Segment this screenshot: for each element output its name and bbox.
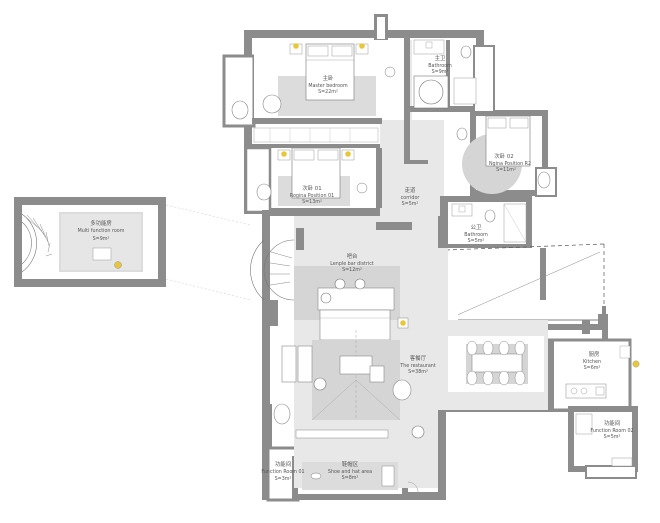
dining-area [448, 336, 544, 392]
multi-room-area: S=9m² [93, 236, 110, 242]
bar-en: Lenple bar district [330, 261, 374, 267]
dining-en: The restaurant [399, 363, 436, 369]
corridor-cn: 走道 [405, 186, 416, 194]
public-bath-cn: 公卫 [471, 224, 482, 231]
bedroom-01-en: Rogina Position 01 [290, 193, 334, 199]
bedroom-02-en: Ngina Position R2 [489, 161, 531, 167]
dining-area: S=38m² [408, 369, 428, 375]
bedroom-02-area: S=11m² [496, 167, 516, 173]
function-01-en: Function Room 01 [261, 469, 304, 475]
master-bedroom-en: Master bedroom [308, 83, 348, 89]
dining-cn: 客餐厅 [410, 354, 427, 362]
master-bath-cn: 主卫 [435, 54, 446, 62]
multi-room-cn: 多功能房 [90, 219, 112, 227]
kitchen-area: S=6m² [584, 365, 601, 371]
bar-cn: 吧台 [347, 252, 358, 260]
spiral-stair-left [21, 213, 53, 273]
master-bedroom [231, 43, 396, 143]
shoe-area-area: S=8m² [342, 475, 359, 481]
master-bedroom-area: S=22m² [318, 89, 338, 95]
kitchen-cn: 厨房 [589, 350, 600, 358]
corridor-area: S=5m² [402, 201, 419, 207]
public-bath-area: S=5m² [468, 238, 485, 244]
interior-walls [252, 38, 608, 448]
kitchen [565, 345, 640, 467]
living-area [273, 330, 425, 439]
shoe-area-en: Shoe and hat area [328, 469, 372, 475]
bar-area: S=12m² [342, 267, 362, 273]
bedroom-01-area: S=13m² [302, 199, 322, 205]
bar-district [250, 239, 409, 341]
multi-function-room-block [14, 197, 251, 301]
shoe-area-cn: 鞋帽区 [342, 460, 359, 468]
function-01-area: S=3m² [275, 476, 292, 482]
public-bath-en: Bathroom [464, 232, 488, 238]
function-01-cn: 功能间 [275, 460, 291, 468]
bedroom-01-cn: 次卧 01 [302, 184, 321, 192]
room-labels: 主卧 Master bedroom S=22m² 主卫 Bathroom S=9… [78, 54, 634, 482]
bedroom-02-cn: 次卧 02 [494, 152, 513, 160]
function-02-en: Function Room 02 [590, 428, 633, 434]
multi-room-en: Multi function room [78, 228, 125, 234]
master-bath [413, 39, 477, 109]
function-02-area: S=5m² [604, 434, 621, 440]
shoe-area [302, 462, 419, 493]
master-bedroom-cn: 主卧 [323, 74, 334, 82]
bedroom-01 [256, 147, 368, 206]
corridor-en: corridor [401, 195, 420, 201]
master-bath-area: S=9m² [432, 69, 449, 75]
kitchen-en: Kitchen [583, 359, 601, 365]
bedroom-02 [456, 115, 551, 194]
public-bath [451, 203, 527, 243]
function-02-cn: 功能间 [604, 419, 620, 427]
master-bath-en: Bathroom [428, 63, 452, 69]
